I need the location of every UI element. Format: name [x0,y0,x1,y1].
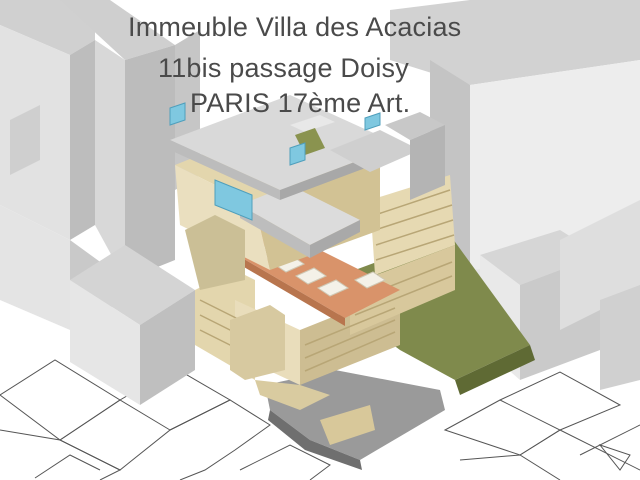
building-roofs [170,95,445,200]
stair-tower [230,305,285,380]
title-city-district: PARIS 17ème Art. [190,88,411,118]
title-street-address: 11bis passage Doisy [158,53,409,83]
neighbor-buildings-left [0,0,200,405]
courtyard [185,215,245,290]
garden-edge [455,345,535,395]
glazing-elements [169,102,381,221]
cadastral-parcel-lines [0,359,640,480]
terrace-edge [220,245,345,326]
neighbor-buildings-right [390,0,640,390]
ramp-retaining-wall [268,410,362,470]
title-building-name: Immeuble Villa des Acacias [128,12,462,42]
facade-window-bands [199,189,455,372]
ground-terrace [320,405,375,445]
